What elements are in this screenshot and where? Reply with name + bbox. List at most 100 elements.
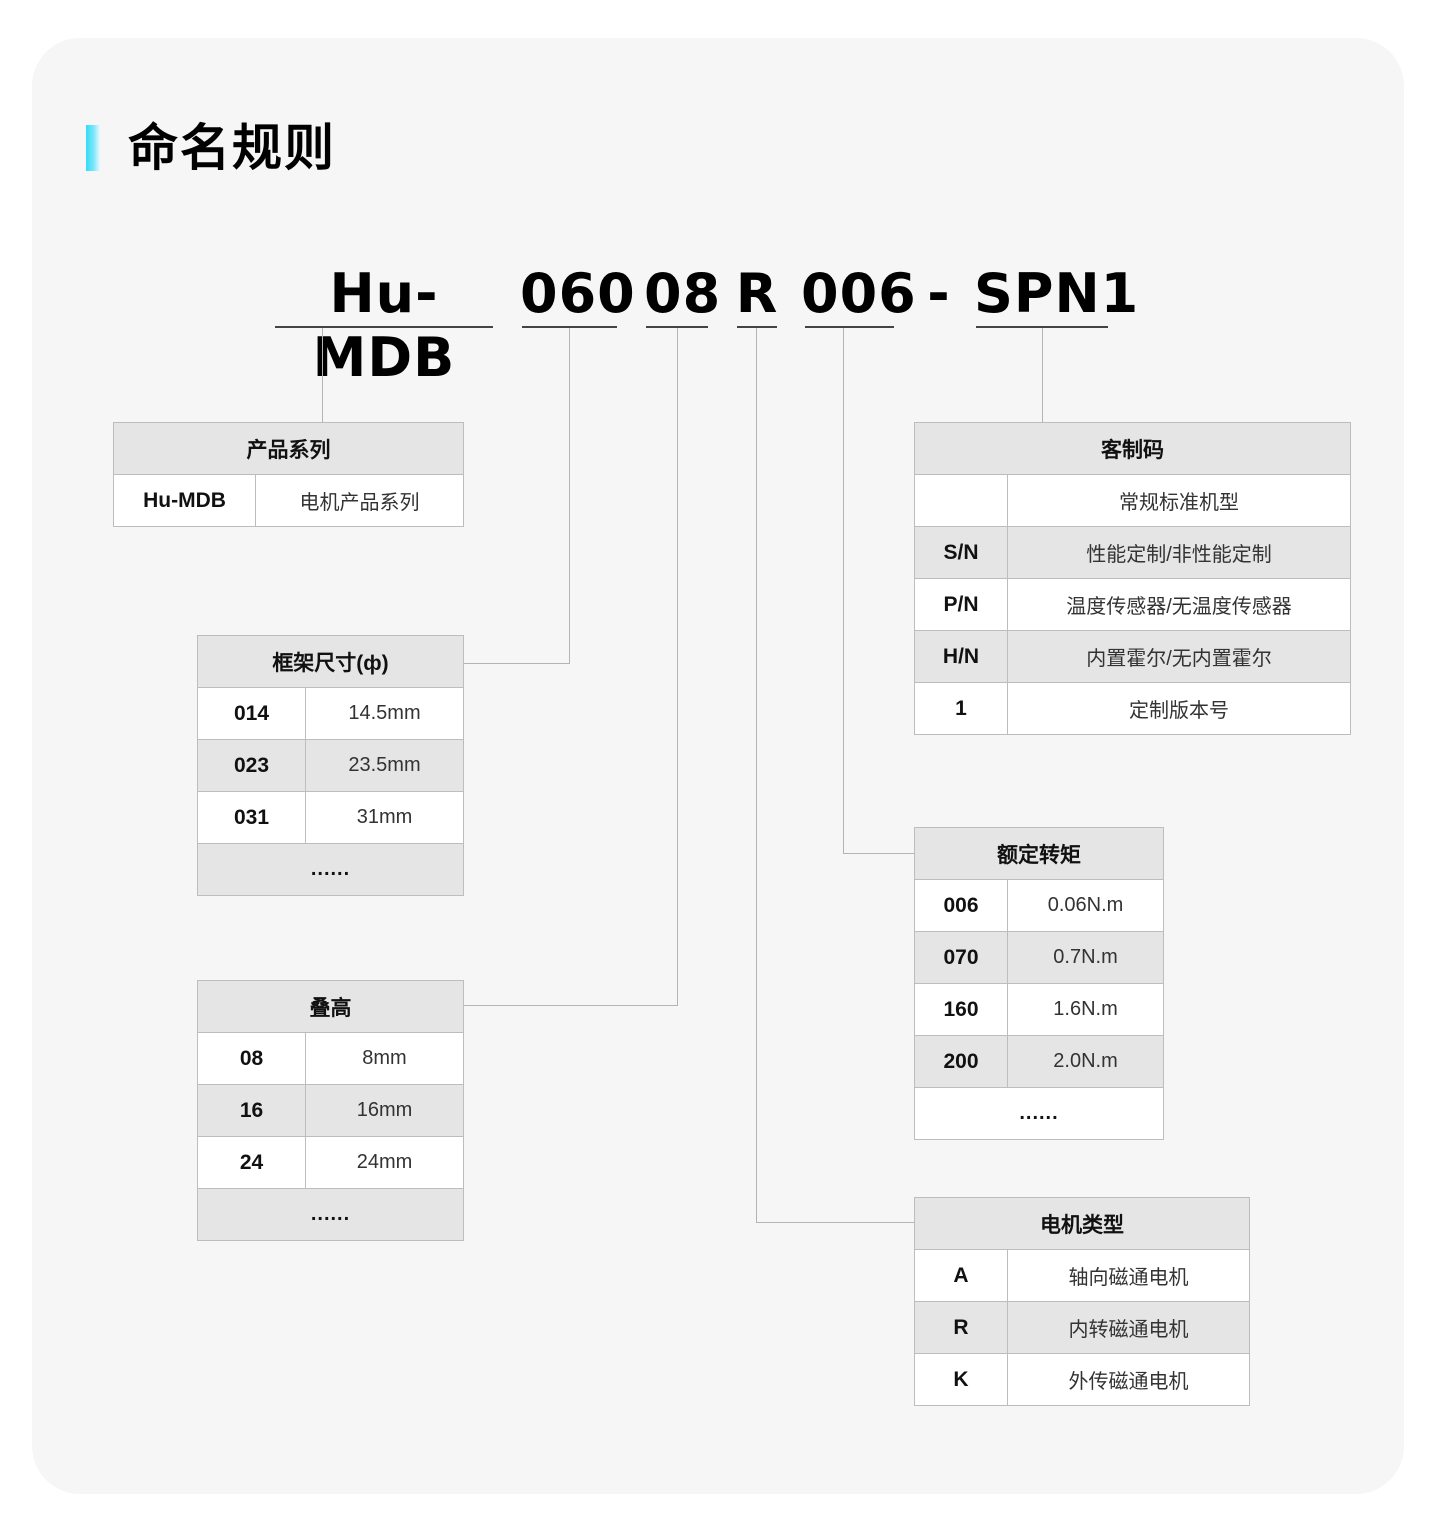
connector-frame-size-h	[463, 663, 570, 664]
code-stack-height: 08	[644, 262, 722, 325]
table-row-more: ......	[914, 1087, 1164, 1140]
title-accent-bar	[86, 125, 100, 171]
custom-code-table-header: 客制码	[914, 422, 1351, 475]
stack-height-key: 08	[197, 1032, 306, 1085]
stack-height-table-header: 叠高	[197, 980, 464, 1033]
connector-stack-height-v	[677, 328, 678, 1006]
rated-torque-table-header: 额定转矩	[914, 827, 1164, 880]
code-custom: SPN1	[974, 262, 1140, 325]
table-row: A 轴向磁通电机	[914, 1249, 1250, 1302]
connector-rated-torque-h	[843, 853, 914, 854]
frame-size-key: 014	[197, 687, 306, 740]
series-table: 产品系列 Hu-MDB 电机产品系列	[113, 422, 464, 527]
table-row: P/N 温度传感器/无温度传感器	[914, 578, 1351, 631]
custom-code-value: 内置霍尔/无内置霍尔	[1007, 630, 1351, 683]
table-row: 1 定制版本号	[914, 682, 1351, 735]
rated-torque-key: 006	[914, 879, 1008, 932]
custom-code-value: 温度传感器/无温度传感器	[1007, 578, 1351, 631]
series-table-header: 产品系列	[113, 422, 464, 475]
table-row: 24 24mm	[197, 1136, 464, 1189]
page-title: 命名规则	[128, 119, 336, 177]
custom-code-key: H/N	[914, 630, 1008, 683]
motor-type-key: R	[914, 1301, 1008, 1354]
rated-torque-value: 1.6N.m	[1007, 983, 1164, 1036]
connector-motor-type-h	[756, 1222, 914, 1223]
stack-height-value: 8mm	[305, 1032, 464, 1085]
custom-code-value: 性能定制/非性能定制	[1007, 526, 1351, 579]
rated-torque-table: 额定转矩 006 0.06N.m 070 0.7N.m 160 1.6N.m 2…	[914, 827, 1164, 1140]
custom-code-value: 定制版本号	[1007, 682, 1351, 735]
rated-torque-key: 200	[914, 1035, 1008, 1088]
frame-size-table: 框架尺寸(ф) 014 14.5mm 023 23.5mm 031 31mm .…	[197, 635, 464, 896]
frame-size-more: ......	[197, 843, 464, 896]
motor-type-key: K	[914, 1353, 1008, 1406]
frame-size-table-header: 框架尺寸(ф)	[197, 635, 464, 688]
connector-rated-torque-v	[843, 328, 844, 854]
underline-stack-height	[646, 326, 708, 328]
code-rated-torque: 006	[801, 262, 917, 325]
motor-type-value: 内转磁通电机	[1007, 1301, 1250, 1354]
table-row: H/N 内置霍尔/无内置霍尔	[914, 630, 1351, 683]
table-row: K 外传磁通电机	[914, 1353, 1250, 1406]
frame-size-value: 31mm	[305, 791, 464, 844]
code-series: Hu-MDB	[312, 262, 456, 389]
stack-height-more: ......	[197, 1188, 464, 1241]
rated-torque-key: 160	[914, 983, 1008, 1036]
underline-motor-type	[737, 326, 777, 328]
series-key: Hu-MDB	[113, 474, 256, 527]
motor-type-table-header: 电机类型	[914, 1197, 1250, 1250]
code-motor-type: R	[735, 262, 779, 325]
frame-size-key: 031	[197, 791, 306, 844]
motor-type-key: A	[914, 1249, 1008, 1302]
underline-custom	[976, 326, 1108, 328]
table-row: S/N 性能定制/非性能定制	[914, 526, 1351, 579]
table-row: 031 31mm	[197, 791, 464, 844]
stack-height-table: 叠高 08 8mm 16 16mm 24 24mm ......	[197, 980, 464, 1241]
connector-frame-size-v	[569, 328, 570, 664]
connector-custom	[1042, 328, 1043, 422]
rated-torque-value: 0.06N.m	[1007, 879, 1164, 932]
table-row: 023 23.5mm	[197, 739, 464, 792]
table-row: 160 1.6N.m	[914, 983, 1164, 1036]
frame-size-value: 14.5mm	[305, 687, 464, 740]
code-separator: -	[927, 262, 951, 325]
table-row: 014 14.5mm	[197, 687, 464, 740]
motor-type-table: 电机类型 A 轴向磁通电机 R 内转磁通电机 K 外传磁通电机	[914, 1197, 1250, 1406]
series-value: 电机产品系列	[255, 474, 464, 527]
table-row: 006 0.06N.m	[914, 879, 1164, 932]
frame-size-value: 23.5mm	[305, 739, 464, 792]
table-row-more: ......	[197, 1188, 464, 1241]
table-row: 08 8mm	[197, 1032, 464, 1085]
connector-motor-type-v	[756, 328, 757, 1223]
connector-series	[322, 328, 323, 422]
table-row: Hu-MDB 电机产品系列	[113, 474, 464, 527]
connector-stack-height-h	[463, 1005, 678, 1006]
custom-code-value: 常规标准机型	[1007, 474, 1351, 527]
rated-torque-key: 070	[914, 931, 1008, 984]
table-row: 16 16mm	[197, 1084, 464, 1137]
stack-height-value: 24mm	[305, 1136, 464, 1189]
underline-series	[275, 326, 493, 328]
rated-torque-more: ......	[914, 1087, 1164, 1140]
stack-height-value: 16mm	[305, 1084, 464, 1137]
rated-torque-value: 2.0N.m	[1007, 1035, 1164, 1088]
custom-code-table: 客制码 常规标准机型 S/N 性能定制/非性能定制 P/N 温度传感器/无温度传…	[914, 422, 1351, 735]
table-row: 070 0.7N.m	[914, 931, 1164, 984]
code-frame-size: 060	[520, 262, 636, 325]
motor-type-value: 轴向磁通电机	[1007, 1249, 1250, 1302]
table-row: 常规标准机型	[914, 474, 1351, 527]
underline-frame-size	[522, 326, 617, 328]
rated-torque-value: 0.7N.m	[1007, 931, 1164, 984]
table-row: R 内转磁通电机	[914, 1301, 1250, 1354]
underline-rated-torque	[805, 326, 894, 328]
table-row: 200 2.0N.m	[914, 1035, 1164, 1088]
custom-code-key: 1	[914, 682, 1008, 735]
table-row-more: ......	[197, 843, 464, 896]
custom-code-key: P/N	[914, 578, 1008, 631]
motor-type-value: 外传磁通电机	[1007, 1353, 1250, 1406]
stack-height-key: 16	[197, 1084, 306, 1137]
custom-code-key: S/N	[914, 526, 1008, 579]
custom-code-key	[914, 474, 1008, 527]
frame-size-key: 023	[197, 739, 306, 792]
stack-height-key: 24	[197, 1136, 306, 1189]
